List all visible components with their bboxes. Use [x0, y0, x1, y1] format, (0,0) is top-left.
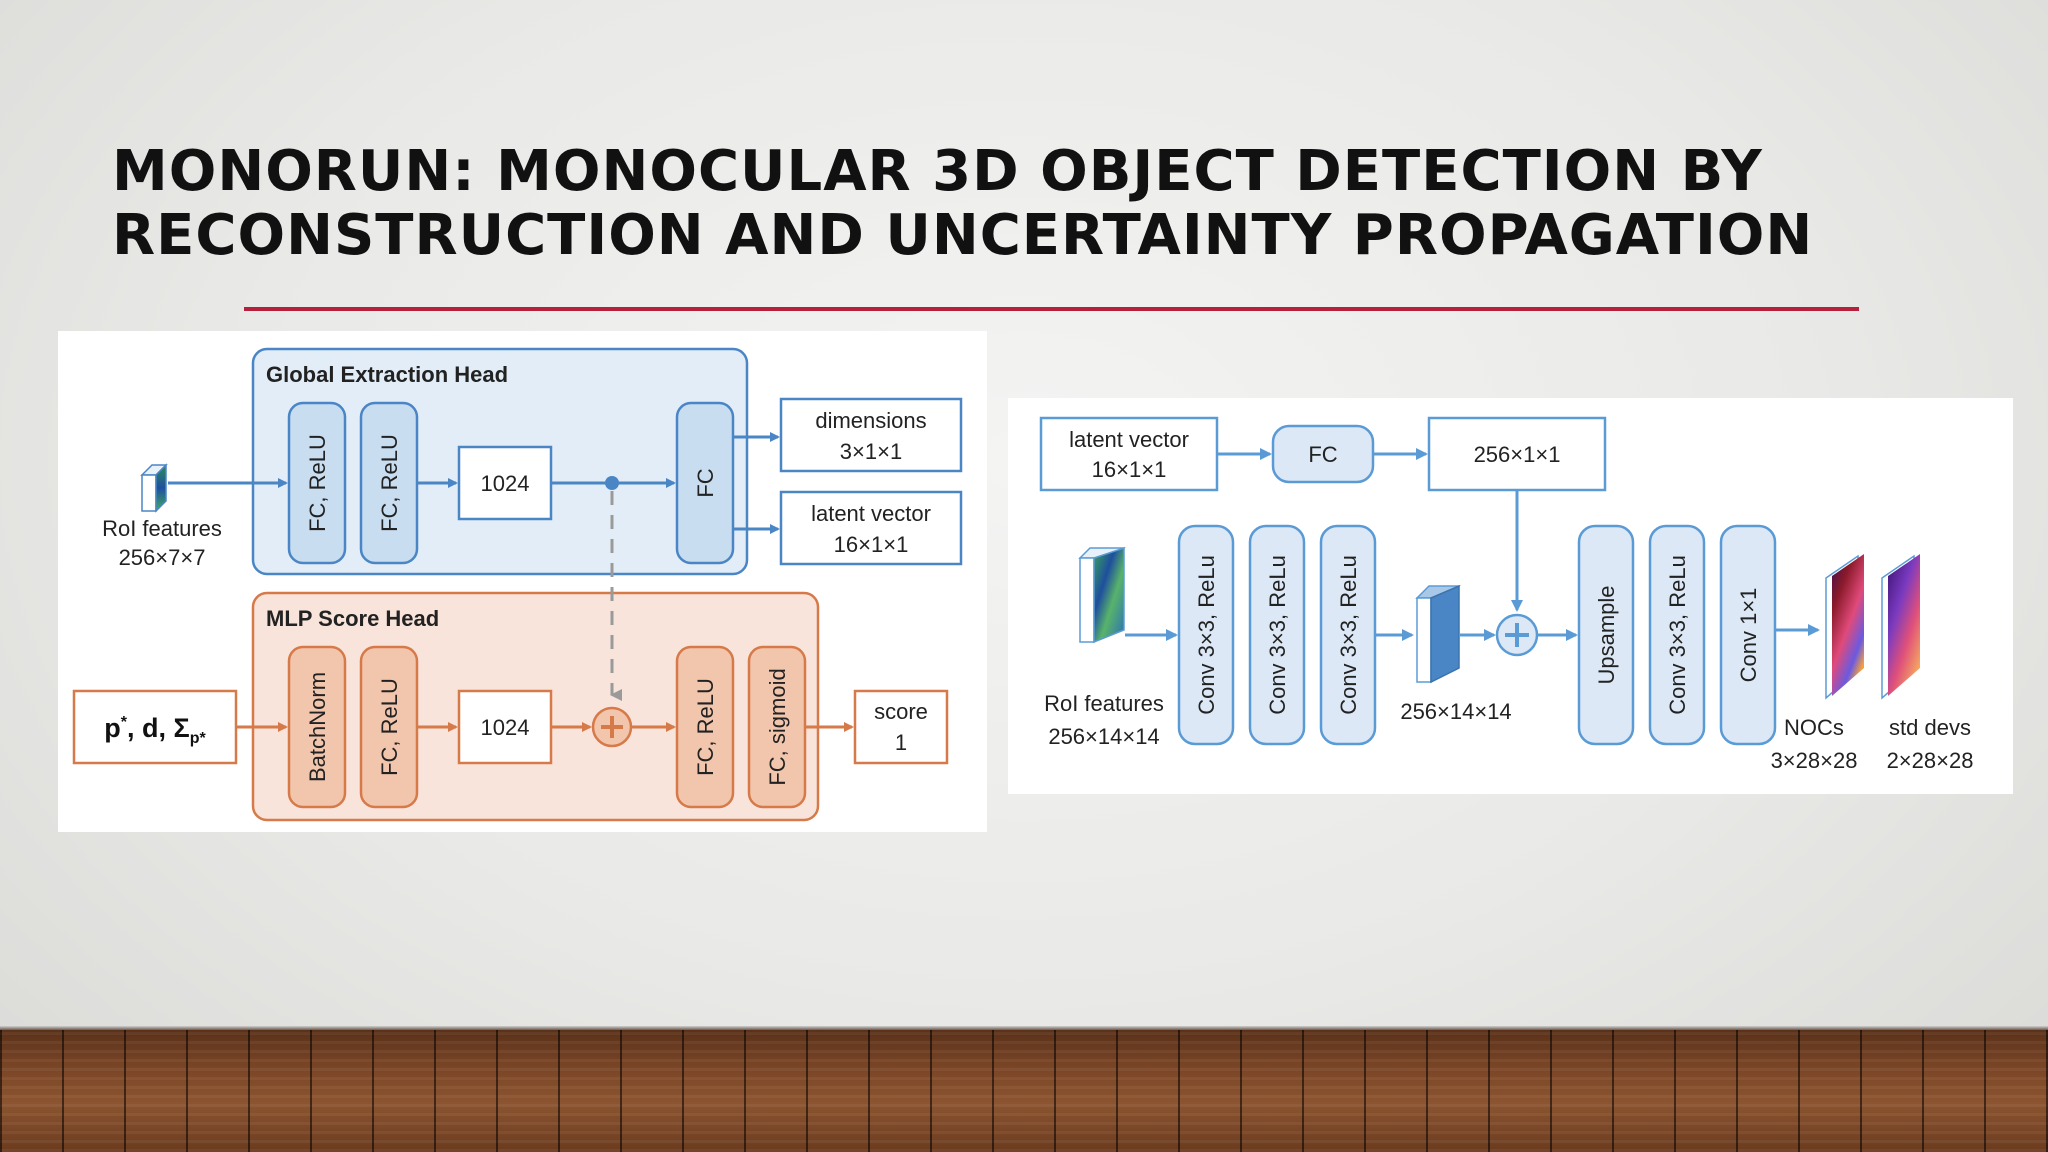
batchnorm-label: BatchNorm — [305, 672, 330, 782]
conv-block-5 — [1719, 524, 1777, 746]
score-size: 1 — [895, 730, 907, 755]
box-1024-bottom — [457, 689, 553, 765]
input-formula-box — [72, 689, 238, 765]
title-line-2: RECONSTRUCTION AND UNCERTAINTY PROPAGATI… — [112, 203, 1814, 268]
dimensions-label: dimensions — [815, 408, 926, 433]
upsample-label: Upsample — [1594, 585, 1619, 684]
left-diagram-panel: Global Extraction Head MLP Score Head Ro… — [58, 331, 987, 832]
nocs-label: NOCs — [1784, 715, 1844, 740]
batchnorm-block — [287, 645, 347, 809]
conv-block-2 — [1248, 524, 1306, 746]
right-diagram: latent vector 16×1×1 FC 256×1×1 RoI feat… — [1039, 416, 1974, 773]
global-head-title: Global Extraction Head — [266, 362, 508, 387]
conv-label-1: Conv 3×3, ReLu — [1194, 555, 1219, 715]
right-fc-label: FC — [1308, 442, 1337, 467]
score-label: score — [874, 699, 928, 724]
mlp-fc-relu-label: FC, ReLU — [377, 678, 402, 776]
right-roi-size: 256×14×14 — [1048, 724, 1159, 749]
right-add-node — [1495, 613, 1539, 657]
fc-sigmoid-block — [747, 645, 807, 809]
mlp-head-title: MLP Score Head — [266, 606, 439, 631]
mid-size: 256×14×14 — [1400, 699, 1511, 724]
fc-relu-label-2: FC, ReLU — [377, 434, 402, 532]
slide-title: MONORUN: MONOCULAR 3D OBJECT DETECTION B… — [112, 140, 1932, 268]
std-label: std devs — [1889, 715, 1971, 740]
latent-size: 16×1×1 — [834, 532, 909, 557]
roi-label: RoI features — [102, 516, 222, 541]
title-divider — [244, 307, 1859, 311]
left-diagram: Global Extraction Head MLP Score Head Ro… — [72, 347, 963, 822]
dimensions-box — [779, 397, 963, 473]
box-1024-top — [457, 445, 553, 521]
box-1024-top-label: 1024 — [481, 471, 530, 496]
fc-block — [675, 401, 735, 565]
fc-relu-block-2 — [359, 401, 419, 565]
fc-block-label: FC — [693, 468, 718, 497]
box-256 — [1427, 416, 1607, 492]
nocs-map — [1825, 554, 1864, 700]
conv-block-4 — [1648, 524, 1706, 746]
std-devs-map — [1881, 554, 1920, 700]
title-line-1: MONORUN: MONOCULAR 3D OBJECT DETECTION B… — [112, 139, 1763, 204]
right-latent-label: latent vector — [1069, 427, 1189, 452]
split-dot — [605, 476, 619, 490]
std-size: 2×28×28 — [1887, 748, 1974, 773]
conv-block-1 — [1177, 524, 1235, 746]
add-node — [591, 706, 633, 748]
score-box — [853, 689, 949, 765]
mid-feature-cube — [1415, 584, 1461, 684]
nocs-size: 3×28×28 — [1771, 748, 1858, 773]
conv-label-4: Conv 3×3, ReLu — [1665, 555, 1690, 715]
right-roi-label: RoI features — [1044, 691, 1164, 716]
fc-relu-label-3: FC, ReLU — [693, 678, 718, 776]
fc-relu-block-3 — [675, 645, 735, 809]
mlp-fc-relu-block — [359, 645, 419, 809]
dimensions-size: 3×1×1 — [840, 439, 902, 464]
input-formula: p*, d, Σp* — [104, 713, 206, 747]
upsample-block — [1577, 524, 1635, 746]
fc-relu-block-1 — [287, 401, 347, 565]
floor-edge — [0, 1026, 2048, 1032]
roi-feature-cube — [140, 463, 168, 513]
box-1024-bottom-label: 1024 — [481, 715, 530, 740]
conv-label-3: Conv 3×3, ReLu — [1336, 555, 1361, 715]
right-latent-box — [1039, 416, 1219, 492]
fc-relu-label-1: FC, ReLU — [305, 434, 330, 532]
right-diagram-panel: latent vector 16×1×1 FC 256×1×1 RoI feat… — [1008, 398, 2013, 794]
conv-label-5: Conv 1×1 — [1736, 588, 1761, 683]
latent-label: latent vector — [811, 501, 931, 526]
fc-sigmoid-label: FC, sigmoid — [765, 668, 790, 785]
conv-block-3 — [1319, 524, 1377, 746]
right-roi-cube — [1078, 546, 1126, 644]
box-256-label: 256×1×1 — [1474, 442, 1561, 467]
right-latent-size: 16×1×1 — [1092, 457, 1167, 482]
right-fc-block — [1271, 424, 1375, 484]
conv-label-2: Conv 3×3, ReLu — [1265, 555, 1290, 715]
wood-floor — [0, 1030, 2048, 1152]
latent-box — [779, 490, 963, 566]
roi-size: 256×7×7 — [119, 545, 206, 570]
